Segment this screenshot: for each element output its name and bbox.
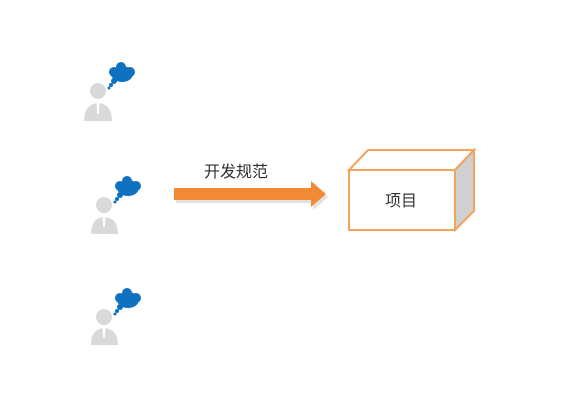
tie-icon (102, 328, 106, 338)
arrow-label: 开发规范 (204, 162, 268, 181)
person-3 (91, 288, 141, 345)
arrow-shape (174, 181, 326, 207)
thought-bubble-icon (113, 288, 141, 316)
person-head (90, 83, 106, 99)
person-2 (91, 176, 141, 234)
thought-bubble-icon (113, 176, 141, 204)
development-standard-arrow: 开发规范 (174, 162, 328, 210)
person-head (96, 197, 112, 213)
box-top-face (346, 149, 477, 171)
project-box: 项目 (346, 147, 477, 233)
box-front-face (348, 169, 456, 231)
tie-icon (102, 217, 106, 227)
person-icon (91, 197, 118, 234)
person-icon (91, 309, 118, 345)
tie-icon (96, 103, 100, 114)
person-head (96, 309, 112, 325)
person-1 (84, 62, 135, 121)
person-icon (84, 83, 112, 121)
thought-bubble-icon (107, 62, 135, 90)
project-label: 项目 (385, 191, 417, 210)
